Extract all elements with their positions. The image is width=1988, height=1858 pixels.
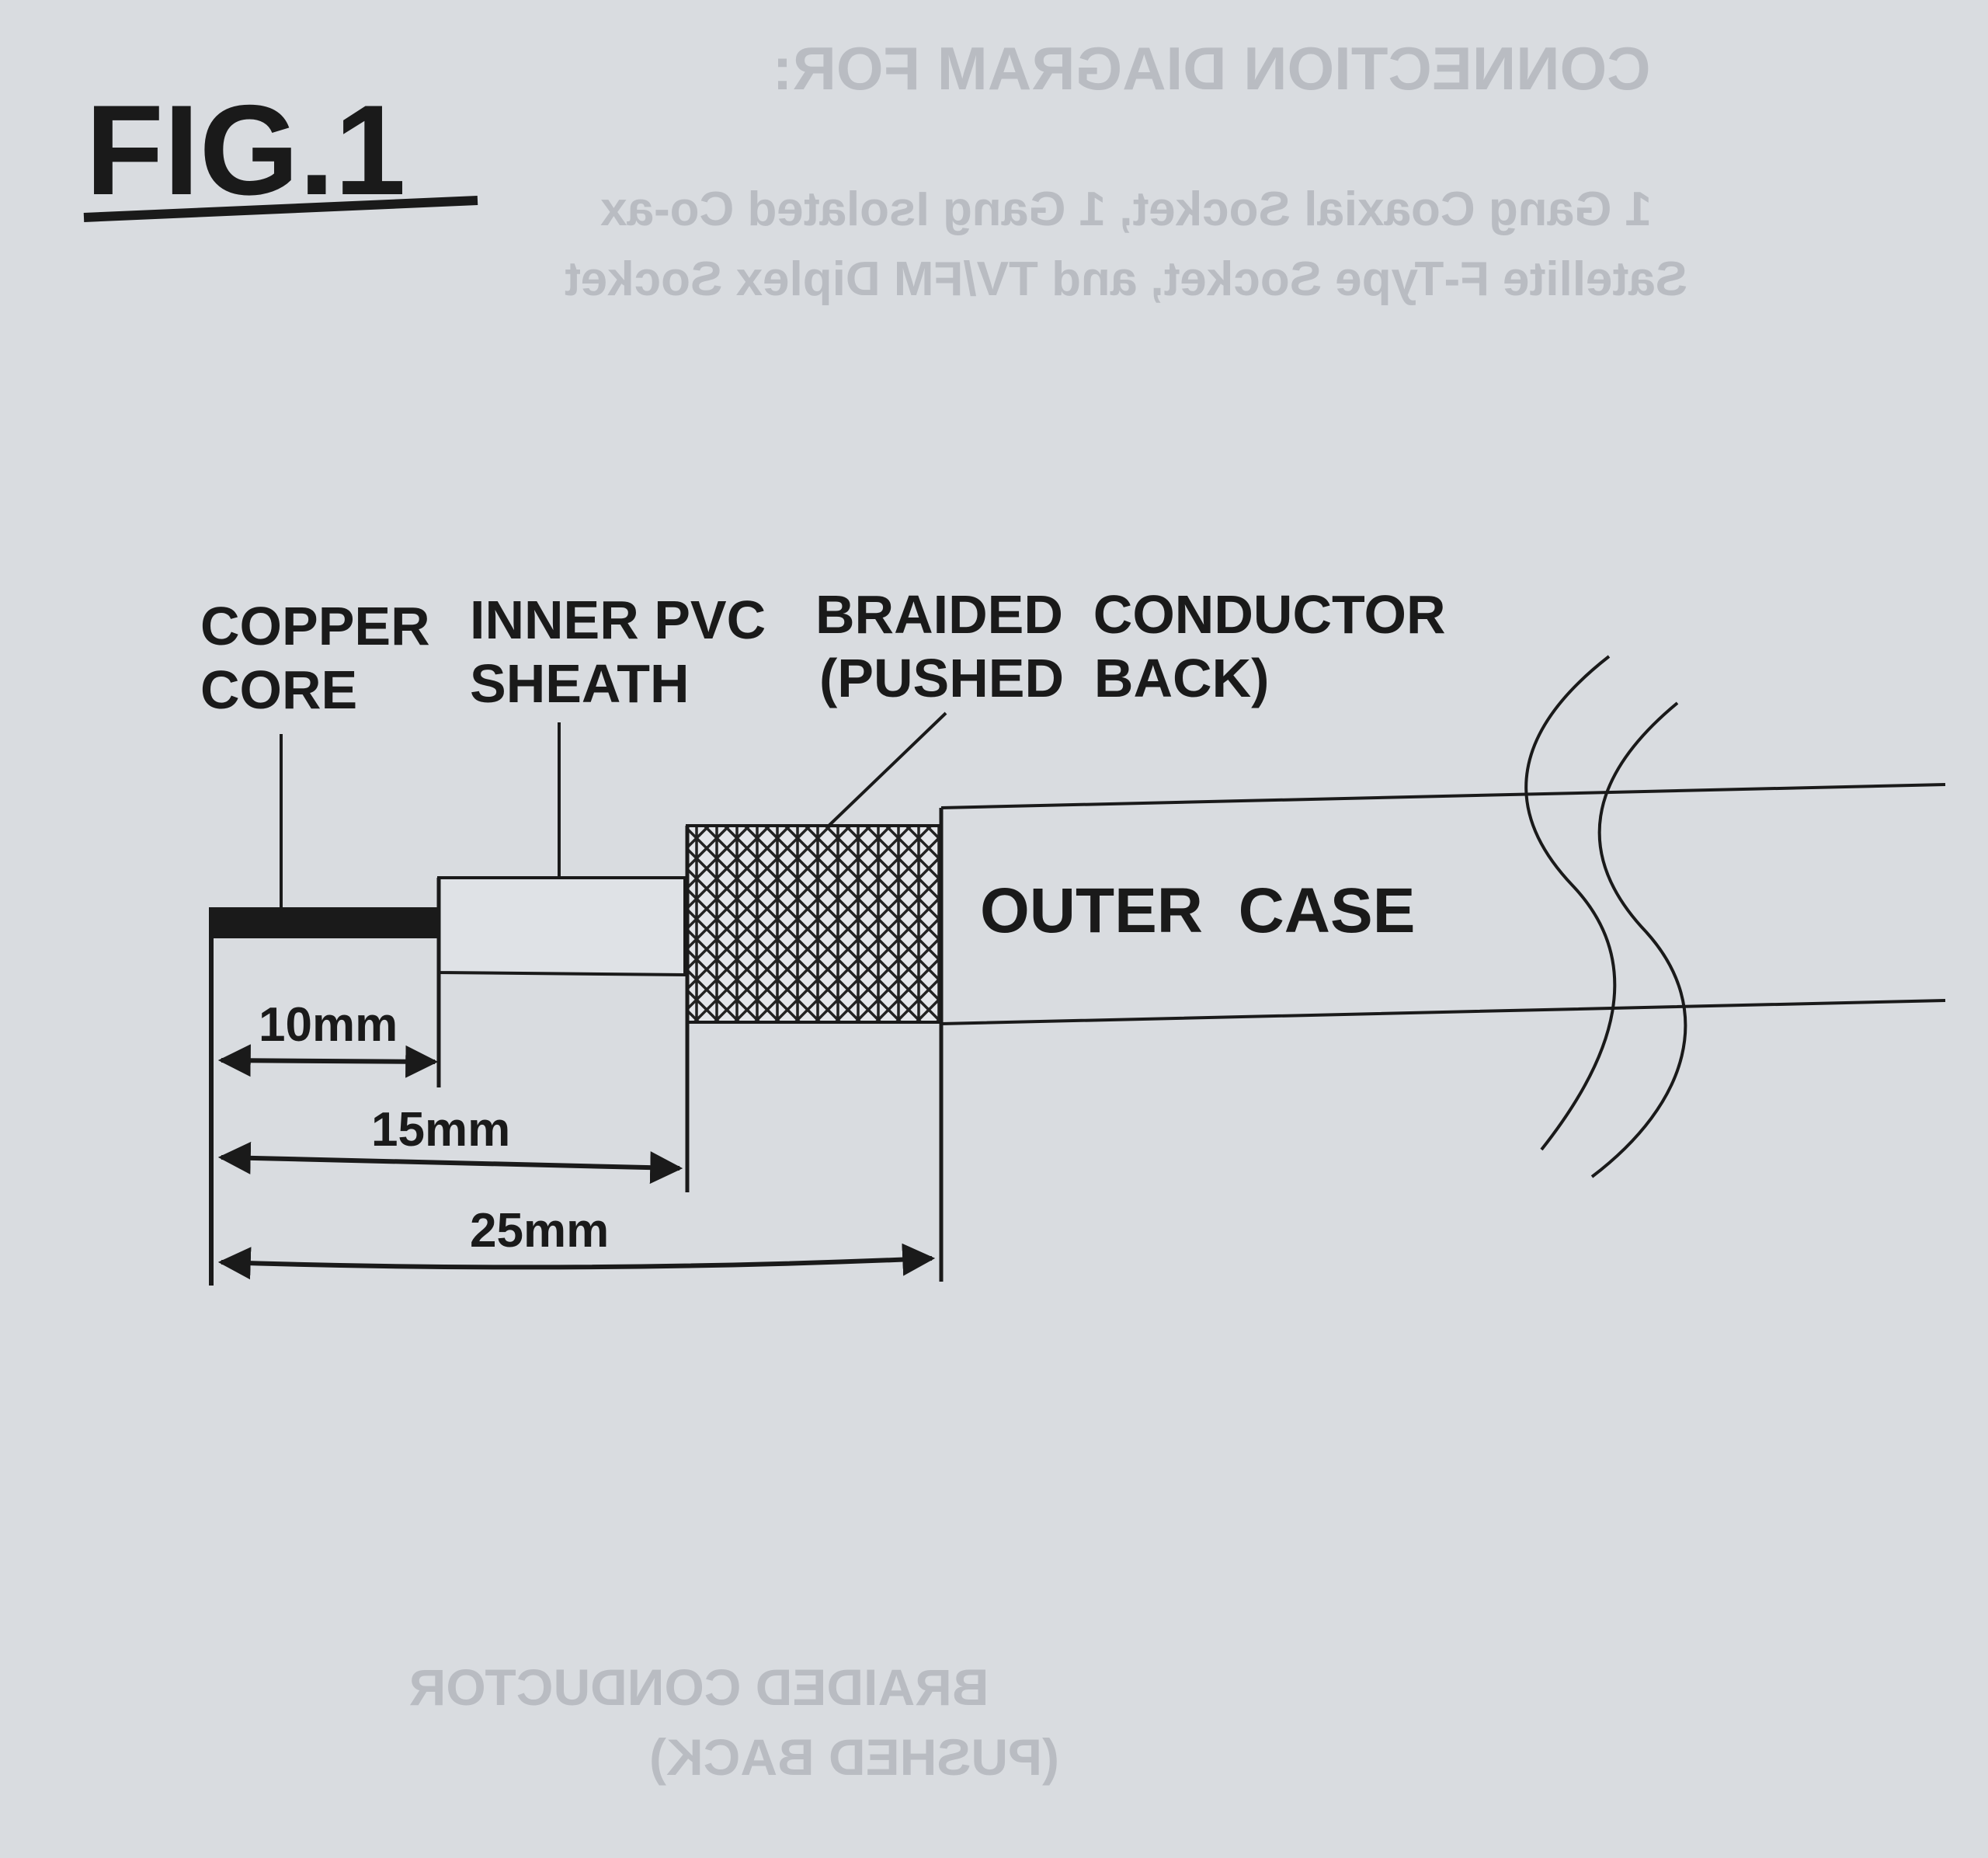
inner-sheath-label-2: SHEATH (470, 653, 690, 714)
leader-lines (280, 712, 947, 910)
show-through-line-2: Satellite F-Type Socket, and TV/FM Diple… (565, 252, 1687, 306)
dimension-line-10mm (217, 1044, 439, 1078)
copper-core (211, 907, 444, 938)
dimension-10mm: 10mm (259, 998, 398, 1052)
break-line-right (1590, 701, 1687, 1178)
braid-label-1: BRAIDED CONDUCTOR (815, 584, 1446, 645)
cable-drawing: OUTER CASE (209, 655, 1946, 1286)
figure-title: FIG.1 (85, 78, 406, 221)
copper-core-label-2: CORE (200, 659, 357, 720)
show-through-line-1: 1 Gang Coaxial Socket, 1 Gang Isolated C… (600, 183, 1652, 236)
dimension-25mm: 25mm (470, 1204, 609, 1258)
show-through-heading: CONNECTION DIAGRAM FOR: (773, 34, 1651, 103)
dimensions: 10mm 15mm 25mm (217, 998, 936, 1280)
outer-case-label: OUTER CASE (980, 875, 1415, 946)
show-through-text: CONNECTION DIAGRAM FOR: 1 Gang Coaxial S… (409, 34, 1687, 1786)
braided-conductor (686, 824, 943, 1024)
title-underline (83, 196, 478, 222)
outer-case-edges (940, 783, 1946, 1025)
inner-sheath (437, 876, 686, 977)
braid-label-2: (PUSHED BACK) (819, 648, 1269, 708)
break-line-left (1524, 655, 1617, 1151)
component-labels: COPPER CORE INNER PVC SHEATH BRAIDED CON… (200, 584, 1446, 720)
dimension-15mm: 15mm (371, 1103, 510, 1157)
dimension-line-25mm (217, 1243, 936, 1280)
copper-core-label-1: COPPER (200, 596, 430, 656)
dimension-line-15mm (217, 1141, 683, 1185)
show-through-bottom-2: (PUSHED BACK) (649, 1728, 1059, 1786)
show-through-bottom-1: BRAIDED CONDUCTOR (409, 1658, 989, 1716)
inner-sheath-label-1: INNER PVC (470, 590, 766, 650)
braid-leader (823, 712, 947, 831)
